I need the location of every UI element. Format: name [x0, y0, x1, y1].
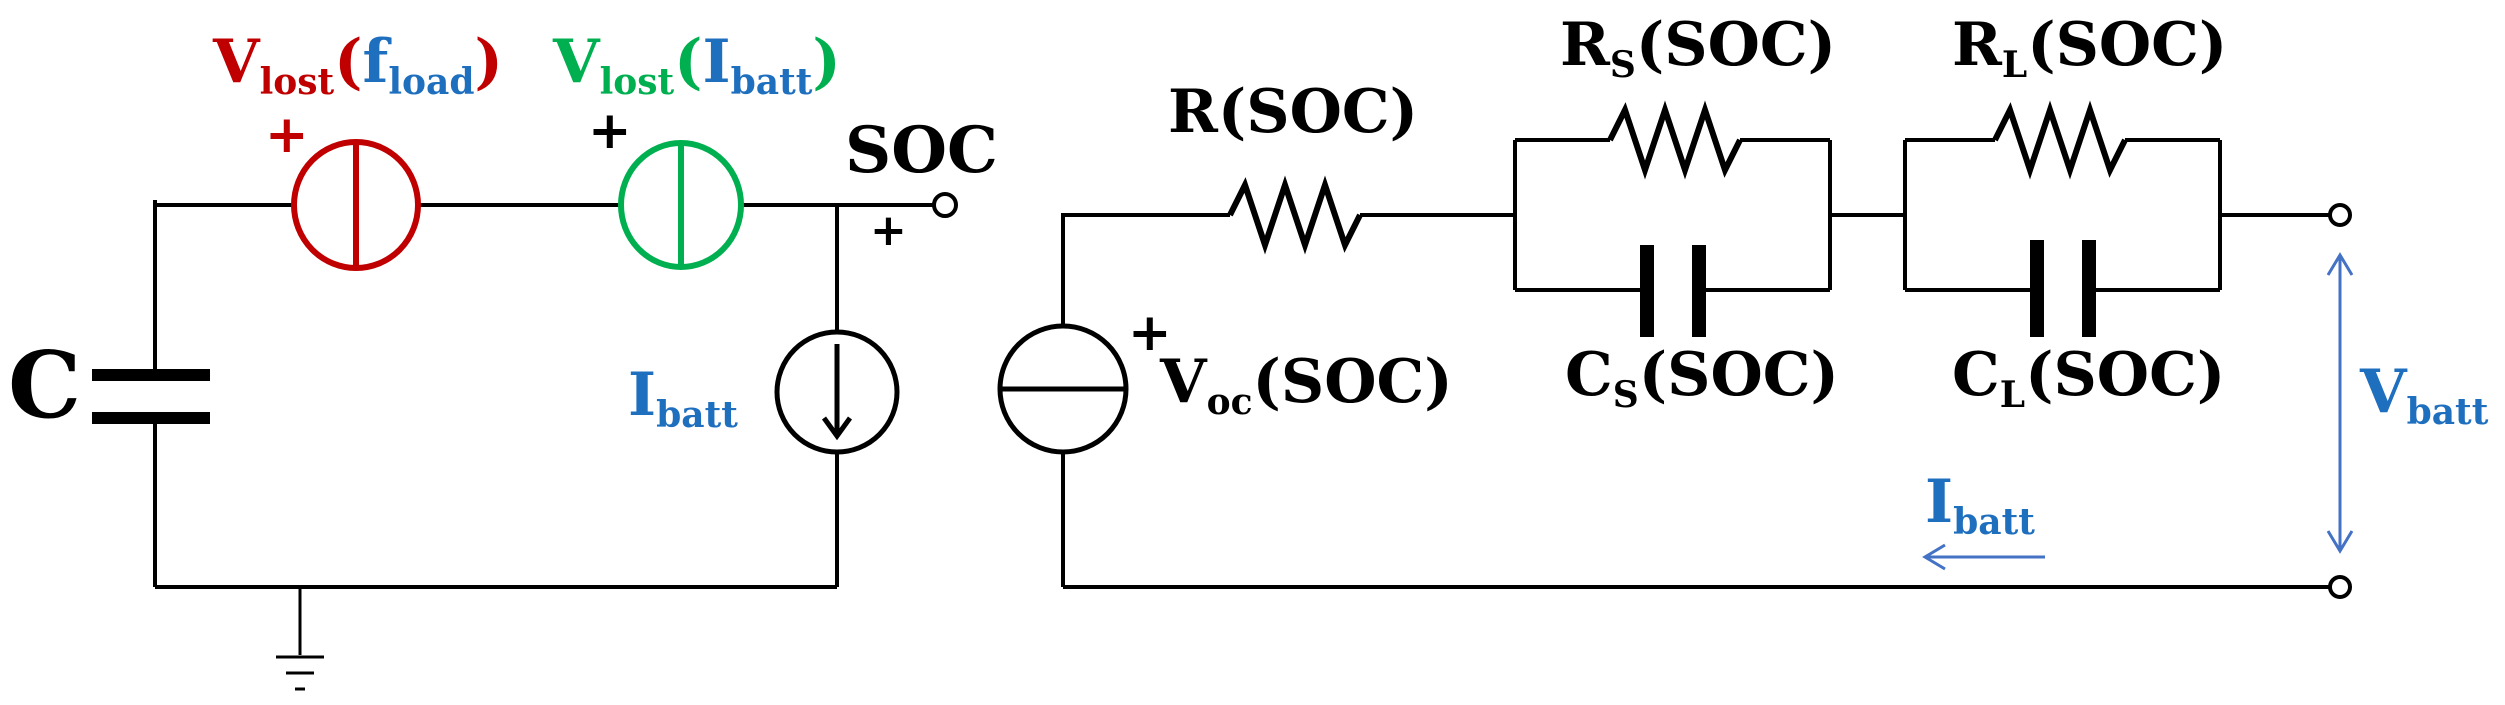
vlost-fload-source	[291, 139, 421, 271]
soc-plus: +	[870, 205, 907, 256]
r-resistor	[1227, 175, 1363, 255]
vlost-ibatt-label: Vlost(Ibatt)	[552, 27, 841, 103]
cs-capacitor-plate-left	[1640, 245, 1654, 337]
voc-label: Voc(SOC)	[1159, 347, 1453, 423]
cl-label: CL(SOC)	[1952, 340, 2225, 416]
ibatt-arrow-right	[1922, 543, 2045, 571]
vlost-fload-plus: +	[265, 105, 309, 165]
vlost-ibatt-source	[618, 140, 744, 270]
soc-terminal	[932, 192, 958, 218]
rs-label: RS(SOC)	[1560, 10, 1836, 86]
voc-source	[997, 323, 1129, 455]
ibatt-label-left: Ibatt	[628, 360, 738, 436]
cl-capacitor-plate-right	[2082, 240, 2096, 337]
cl-capacitor-plate-left	[2030, 240, 2044, 337]
rs-resistor	[1607, 100, 1743, 180]
ibatt-label-right: Ibatt	[1925, 467, 2035, 543]
ibatt-current-source	[774, 329, 900, 455]
cs-label: CS(SOC)	[1565, 340, 1839, 416]
cs-capacitor-plate-right	[1692, 245, 1706, 337]
left-circuit	[153, 200, 933, 655]
capacitor-plate-top	[92, 369, 210, 381]
soc-label: SOC	[845, 113, 998, 188]
vbatt-terminal-bottom	[2328, 575, 2352, 599]
vlost-ibatt-plus: +	[588, 101, 632, 161]
vbatt-terminal-top	[2328, 203, 2352, 227]
right-circuit	[1061, 100, 2330, 589]
voc-plus: +	[1128, 303, 1172, 363]
r-label: R(SOC)	[1168, 77, 1418, 147]
rl-label: RL(SOC)	[1952, 10, 2227, 86]
vlost-fload-label: Vlost(fload)	[212, 27, 503, 103]
capacitor-label: C	[8, 331, 81, 439]
vbatt-label: Vbatt	[2359, 357, 2489, 433]
vbatt-arrow	[2326, 252, 2354, 554]
capacitor-plate-bottom	[92, 412, 210, 424]
ground-icon	[276, 655, 324, 691]
rl-resistor	[1992, 100, 2128, 180]
